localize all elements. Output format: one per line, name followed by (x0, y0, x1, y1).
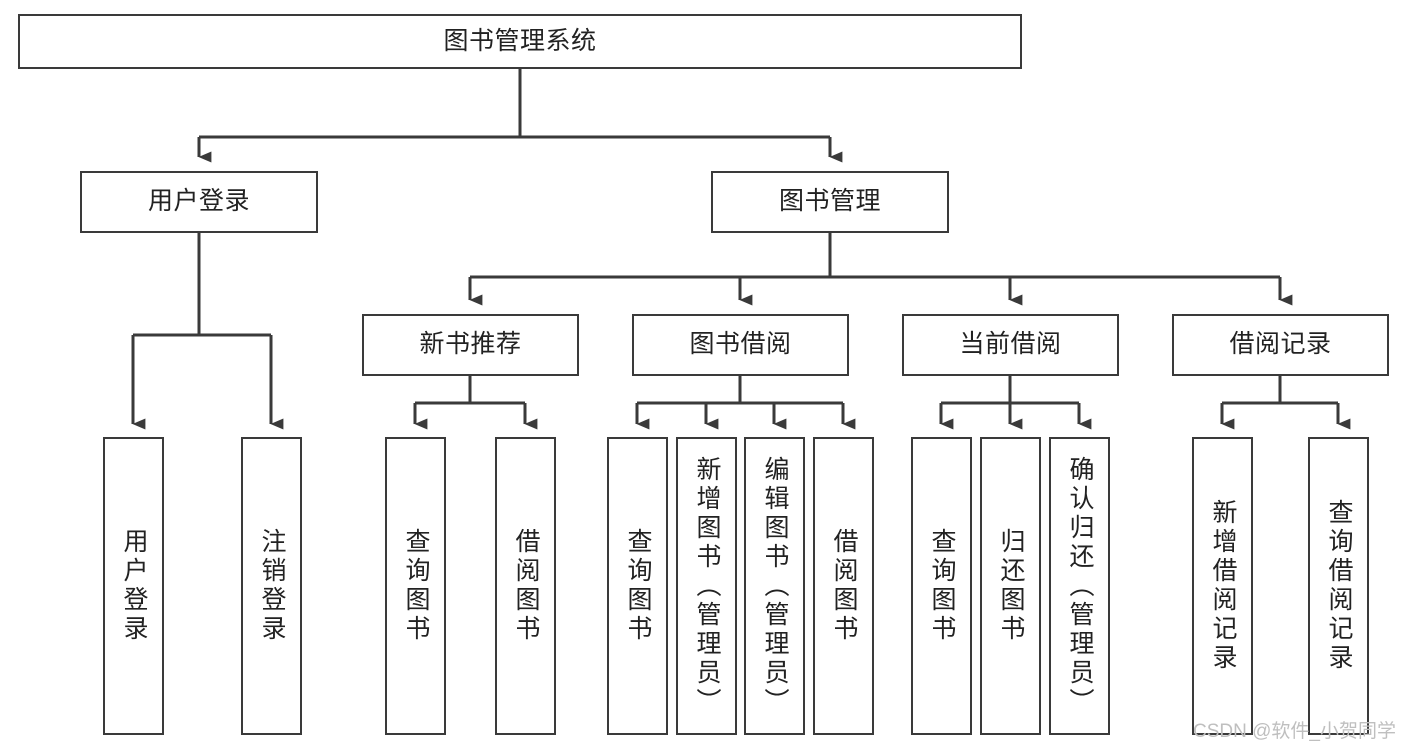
node-leaf-borrow-book-2[interactable]: 借阅图书 (813, 437, 874, 735)
node-user-login[interactable]: 用户登录 (80, 171, 318, 233)
node-book-borrow-label: 图书借阅 (689, 330, 792, 359)
node-leaf-add-record[interactable]: 新增借阅记录 (1192, 437, 1253, 735)
node-leaf-confirm-return[interactable]: 确认归还（管理员） (1049, 437, 1110, 735)
node-leaf-borrow-book-1[interactable]: 借阅图书 (495, 437, 556, 735)
node-leaf-query-book-1-label: 查询图书 (402, 528, 430, 644)
node-new-book-recommend-label: 新书推荐 (419, 330, 522, 359)
node-current-borrow-label: 当前借阅 (959, 330, 1062, 359)
node-book-manage[interactable]: 图书管理 (711, 171, 949, 233)
node-leaf-return-book-label: 归还图书 (997, 528, 1025, 644)
node-leaf-edit-book[interactable]: 编辑图书（管理员） (744, 437, 805, 735)
node-leaf-query-record-label: 查询借阅记录 (1325, 499, 1353, 673)
node-root-system[interactable]: 图书管理系统 (18, 14, 1022, 69)
node-leaf-return-book[interactable]: 归还图书 (980, 437, 1041, 735)
node-leaf-logout-login[interactable]: 注销登录 (241, 437, 302, 735)
watermark-text: CSDN @软件_小贺同学 (1193, 721, 1396, 742)
node-leaf-user-login[interactable]: 用户登录 (103, 437, 164, 735)
node-leaf-query-book-3-label: 查询图书 (928, 528, 956, 644)
node-book-borrow[interactable]: 图书借阅 (632, 314, 849, 376)
node-book-manage-label: 图书管理 (778, 187, 881, 216)
node-leaf-query-book-2-label: 查询图书 (624, 528, 652, 644)
node-leaf-add-book-label: 新增图书（管理员） (693, 455, 721, 717)
node-leaf-query-record[interactable]: 查询借阅记录 (1308, 437, 1369, 735)
node-current-borrow[interactable]: 当前借阅 (902, 314, 1119, 376)
node-leaf-query-book-1[interactable]: 查询图书 (385, 437, 446, 735)
node-leaf-borrow-book-2-label: 借阅图书 (830, 528, 858, 644)
node-user-login-label: 用户登录 (147, 187, 250, 216)
node-leaf-borrow-book-1-label: 借阅图书 (512, 528, 540, 644)
node-borrow-record-label: 借阅记录 (1229, 330, 1332, 359)
node-leaf-user-login-label: 用户登录 (120, 528, 148, 644)
node-leaf-add-record-label: 新增借阅记录 (1209, 499, 1237, 673)
node-borrow-record[interactable]: 借阅记录 (1172, 314, 1389, 376)
node-new-book-recommend[interactable]: 新书推荐 (362, 314, 579, 376)
node-leaf-edit-book-label: 编辑图书（管理员） (761, 455, 789, 717)
node-leaf-confirm-return-label: 确认归还（管理员） (1066, 455, 1094, 717)
node-root-system-label: 图书管理系统 (443, 26, 597, 55)
node-leaf-query-book-2[interactable]: 查询图书 (607, 437, 668, 735)
node-leaf-query-book-3[interactable]: 查询图书 (911, 437, 972, 735)
node-leaf-logout-login-label: 注销登录 (258, 528, 286, 644)
node-leaf-add-book[interactable]: 新增图书（管理员） (676, 437, 737, 735)
